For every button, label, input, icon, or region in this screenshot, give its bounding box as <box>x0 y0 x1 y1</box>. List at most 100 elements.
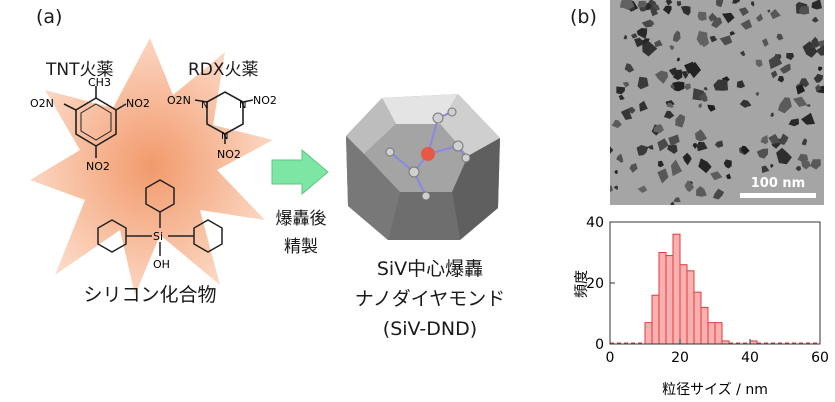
tem-particle <box>801 138 808 146</box>
tem-particle <box>708 12 718 22</box>
tem-particle <box>707 104 716 112</box>
tem-particle <box>761 165 770 173</box>
rdx-n-bottom: N <box>221 131 228 142</box>
tem-particle <box>696 186 707 197</box>
tem-particle <box>668 134 680 147</box>
product-label-line3: (SiV-DND) <box>382 318 478 340</box>
tem-particles <box>610 0 824 205</box>
scale-bar-label: 100 nm <box>751 176 805 191</box>
oh-group: OH <box>153 258 170 271</box>
histogram-bar-5 <box>679 264 688 345</box>
tem-particle <box>657 168 669 184</box>
histogram-bar-7 <box>693 291 702 345</box>
tem-particle <box>657 160 664 168</box>
tem-particle <box>811 0 822 10</box>
panel-label-a: (a) <box>36 6 63 28</box>
tem-particle <box>636 145 649 156</box>
tem-particle <box>714 140 724 148</box>
tem-particle <box>680 5 691 16</box>
tem-particle <box>637 76 649 90</box>
tem-particle <box>792 96 808 107</box>
y-tick-label-1: 20 <box>586 276 604 292</box>
tem-particle <box>629 163 638 173</box>
tnt-no2-right: NO2 <box>126 97 150 110</box>
tem-particle <box>653 124 664 133</box>
tem-particle <box>696 141 708 152</box>
rdx-n-right: N <box>239 100 246 111</box>
histogram-ylabel: 頻度 <box>574 270 590 298</box>
tem-particle <box>684 83 691 91</box>
tem-particle <box>672 30 681 43</box>
tem-particle <box>788 118 799 127</box>
tem-particle <box>779 63 791 74</box>
tem-particle <box>755 13 764 22</box>
product-label: SiV中心爆轟 ナノダイヤモンド (SiV-DND) <box>345 254 515 344</box>
tem-particle <box>767 9 771 13</box>
tem-particle <box>673 197 681 203</box>
tem-particle <box>815 84 822 92</box>
tem-particle <box>697 11 707 21</box>
product-label-line1: SiV中心爆轟 <box>376 258 484 280</box>
tem-particle <box>770 9 781 20</box>
x-tick-label-0: 0 <box>606 350 615 366</box>
tem-particle <box>712 188 725 200</box>
tem-particle <box>768 54 783 70</box>
tem-particle <box>806 104 811 107</box>
tem-particle <box>662 5 672 15</box>
histogram-bar-3 <box>665 255 674 345</box>
explosion-starburst <box>30 38 273 295</box>
histogram-bar-2 <box>658 252 667 345</box>
tem-particle <box>738 7 749 17</box>
tem-particle <box>654 39 663 48</box>
tem-particle <box>815 45 824 56</box>
histogram-bar-4 <box>672 233 681 345</box>
tem-particle <box>736 80 746 89</box>
tem-particle <box>797 153 809 163</box>
tem-particle <box>811 16 819 23</box>
tem-particle <box>795 166 802 172</box>
histogram-xlabel: 粒径サイズ / nm <box>662 382 768 398</box>
tem-particle <box>622 81 630 88</box>
tem-particle <box>739 50 746 57</box>
process-label-line1: 爆轟後 <box>275 209 327 229</box>
tem-particle <box>670 201 675 205</box>
histogram-bar-0 <box>644 322 653 345</box>
tem-particle <box>740 19 753 30</box>
tem-particle <box>681 71 689 79</box>
tem-particle <box>798 6 810 15</box>
tem-particle <box>760 135 769 145</box>
tem-particle <box>669 45 674 51</box>
panel-label-b: (b) <box>570 6 597 28</box>
tem-particle <box>756 148 769 159</box>
tem-particle <box>755 91 760 97</box>
tnt-structure: CH3 O2N NO2 NO2 <box>30 78 150 173</box>
tem-particle <box>696 30 708 46</box>
tnt-no2-left: O2N <box>30 97 54 110</box>
tem-particle <box>715 0 724 8</box>
tem-particle <box>698 92 708 102</box>
histogram-bar-9 <box>707 322 716 345</box>
tem-particle <box>810 159 821 170</box>
tnt-label: TNT火薬 <box>46 60 114 80</box>
tem-particle <box>796 83 805 95</box>
tem-particle <box>649 20 655 27</box>
tem-particle <box>665 0 673 6</box>
tem-particle <box>618 157 624 163</box>
tem-micrograph: 100 nm <box>610 0 824 205</box>
process-arrow-icon <box>271 148 329 196</box>
tem-particle <box>721 76 730 84</box>
y-tick-label-2: 40 <box>586 215 604 231</box>
rdx-no2-right: NO2 <box>253 94 277 107</box>
product-label-line2: ナノダイヤモンド <box>354 288 506 310</box>
tem-particle <box>668 67 678 76</box>
silicon-compound-label: シリコン化合物 <box>83 284 217 306</box>
nanodiamond-illustration <box>346 94 500 240</box>
tem-particle <box>637 185 648 193</box>
tem-particle <box>639 7 647 12</box>
tem-particle <box>610 146 614 154</box>
rdx-no2-left: O2N <box>167 94 191 107</box>
tem-particle <box>709 35 718 43</box>
tem-particle <box>672 81 685 92</box>
tem-particle <box>713 79 728 91</box>
